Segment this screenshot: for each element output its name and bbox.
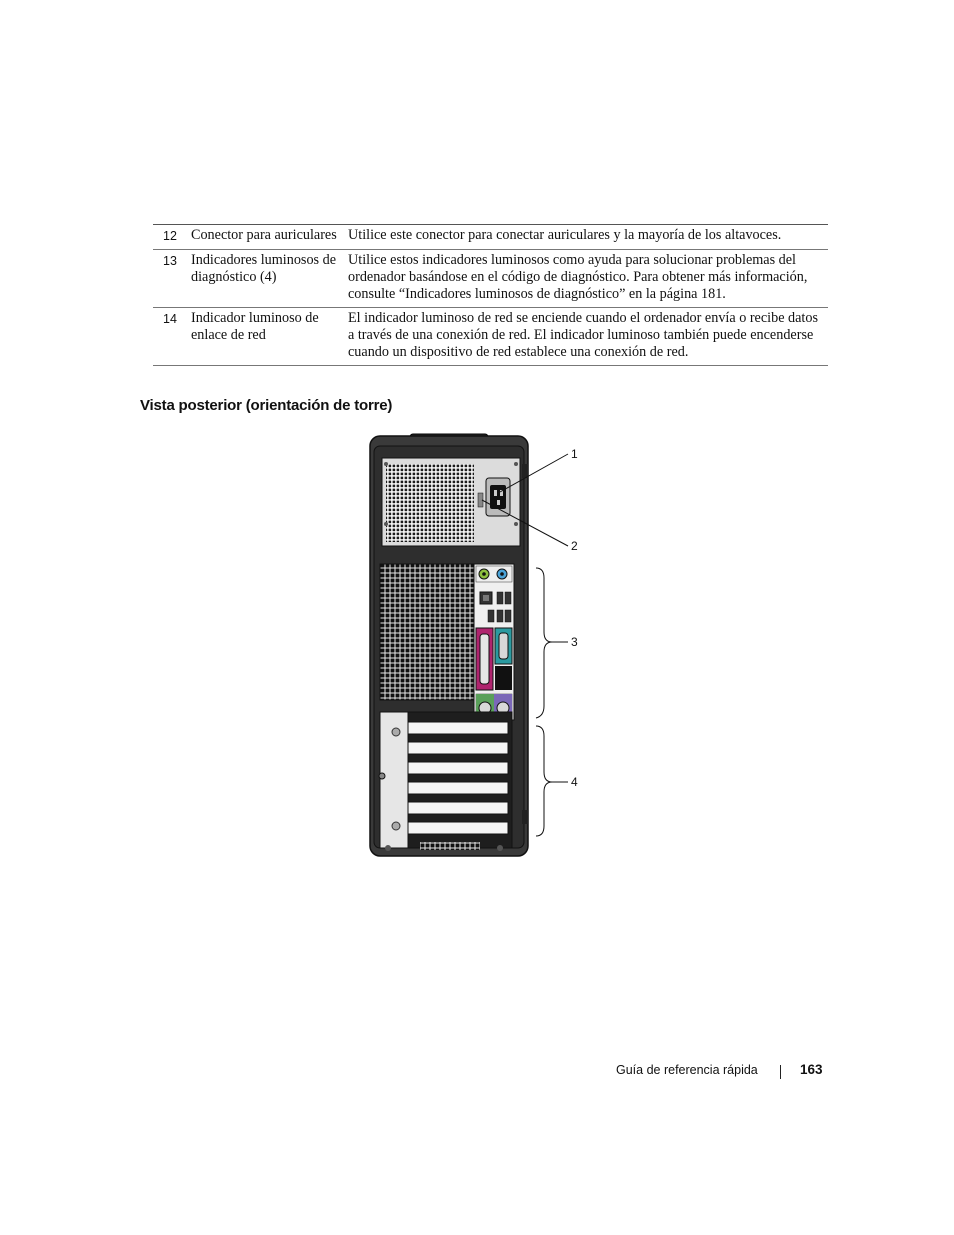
usb-connector[interactable]	[504, 609, 512, 623]
callout-label: 2	[571, 539, 578, 553]
row-component-name: Indicador luminoso de enlace de red	[191, 310, 319, 343]
component-table: 12 Conector para auriculares Utilice est…	[153, 224, 828, 366]
footer-title: Guía de referencia rápida	[616, 1063, 758, 1077]
rear-view-figure: 1 2 3 4	[360, 428, 590, 868]
usb-connector[interactable]	[487, 609, 495, 623]
page-number: 163	[800, 1062, 823, 1077]
callout-bracket-3	[535, 567, 568, 719]
callout-label: 1	[571, 447, 578, 461]
callout-bracket-4	[535, 725, 568, 837]
usb-connector[interactable]	[496, 609, 504, 623]
row-number: 13	[163, 254, 177, 268]
usb-connector[interactable]	[504, 591, 512, 605]
usb-connector[interactable]	[496, 591, 504, 605]
row-description: Utilice este conector para conectar auri…	[348, 227, 782, 243]
row-component-name: Indicadores luminosos de diagnóstico (4)	[191, 252, 336, 285]
table-row: 13 Indicadores luminosos de diagnóstico …	[153, 250, 828, 308]
callout-label: 3	[571, 635, 578, 649]
tower-rear-illustration	[369, 433, 569, 857]
row-number: 12	[163, 229, 177, 243]
table-row: 14 Indicador luminoso de enlace de red E…	[153, 308, 828, 366]
rear-vent-grill	[379, 563, 475, 701]
section-heading: Vista posterior (orientación de torre)	[140, 397, 393, 414]
row-description: El indicador luminoso de red se enciende…	[348, 310, 818, 360]
footer-divider	[780, 1065, 781, 1079]
table-row: 12 Conector para auriculares Utilice est…	[153, 225, 828, 250]
row-component-name: Conector para auriculares	[191, 227, 337, 243]
row-number: 14	[163, 312, 177, 326]
row-description: Utilice estos indicadores luminosos como…	[348, 252, 808, 302]
callout-label: 4	[571, 775, 578, 789]
